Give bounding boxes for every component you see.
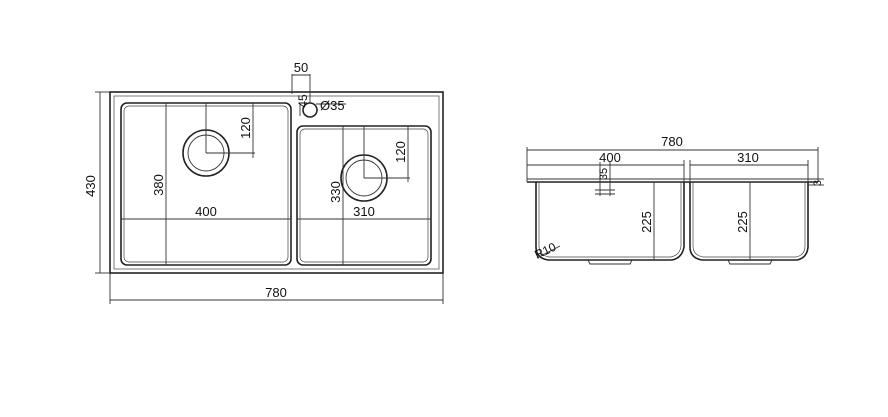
tap-offset-label: 50 <box>294 60 308 75</box>
tap-edge-label: 45 <box>296 94 310 108</box>
section-rim-height-label: 35 <box>598 168 610 180</box>
sink-flange <box>113 95 440 270</box>
section-left-bowl <box>535 182 685 261</box>
section-left-width-label: 400 <box>599 150 621 165</box>
section-right-width-label: 310 <box>737 150 759 165</box>
section-left-height-label: 225 <box>639 211 654 233</box>
right-drain-offset-label: 120 <box>393 141 408 163</box>
sink-outline <box>109 91 444 274</box>
right-bowl-depth-label: 330 <box>328 181 343 203</box>
section-rim-thickness-label: 3 <box>812 180 824 186</box>
section-view: 780 400 310 225 225 35 3 R10 <box>526 134 824 265</box>
plan-view: 430 780 400 380 120 310 330 120 50 45 Ø3… <box>83 60 444 304</box>
plan-overall-depth-label: 430 <box>83 175 98 197</box>
plan-overall-width-label: 780 <box>265 285 287 300</box>
section-right-height-label: 225 <box>735 211 750 233</box>
left-bowl-width-label: 400 <box>195 204 217 219</box>
right-bowl-width-label: 310 <box>353 204 375 219</box>
section-overall-width-label: 780 <box>661 134 683 149</box>
left-bowl-depth-label: 380 <box>151 174 166 196</box>
section-right-bowl <box>689 182 809 261</box>
tap-diameter-label: Ø35 <box>320 98 345 113</box>
left-drain-offset-label: 120 <box>238 117 253 139</box>
